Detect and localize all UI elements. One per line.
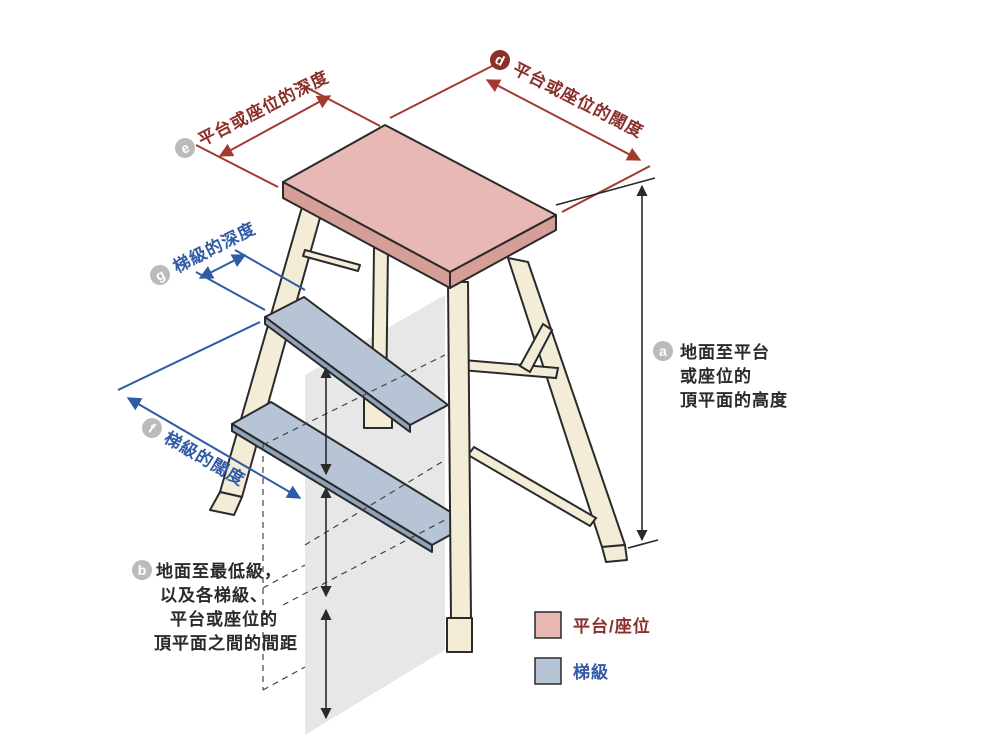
legend-step-swatch <box>534 657 562 685</box>
label-b: b 地面至最低級， 以及各梯級、 平台或座位的 頂平面之間的間距 <box>132 560 298 653</box>
front-right-leg <box>446 281 473 653</box>
label-a-line-1: 地面至平台 <box>680 342 770 362</box>
label-b-line-2: 以及各梯級、 <box>160 585 268 605</box>
badge-e-icon <box>175 138 195 158</box>
legend: 平台/座位 梯級 <box>534 611 651 685</box>
platform-dimension-lines <box>195 61 651 213</box>
legend-platform-swatch <box>534 611 562 639</box>
label-d: d 平台或座位的闊度 <box>490 50 647 142</box>
badge-a-icon <box>653 341 673 361</box>
badge-a-letter: a <box>659 343 667 359</box>
label-e-text: 平台或座位的深度 <box>195 66 332 149</box>
dimension-arrow-e <box>218 95 332 157</box>
label-b-line-1: 地面至最低級， <box>156 561 282 581</box>
label-a: a 地面至平台 或座位的 頂平面的高度 <box>653 341 788 410</box>
side-brace <box>459 322 560 380</box>
badge-b-icon <box>132 560 152 580</box>
label-d-text: 平台或座位的闊度 <box>510 58 647 141</box>
badge-g-icon <box>150 265 170 285</box>
legend-step-label: 梯級 <box>573 662 609 682</box>
dimension-arrow-f <box>126 397 302 499</box>
label-e: e 平台或座位的深度 <box>175 66 332 158</box>
step-dimension-lines <box>117 249 306 499</box>
label-g-text: 梯級的深度 <box>170 218 259 277</box>
height-dimension-lines <box>555 177 659 549</box>
dimension-arrow-g <box>198 254 247 279</box>
step-upper <box>264 296 449 433</box>
label-b-line-3: 平台或座位的 <box>170 609 278 629</box>
label-a-line-2: 或座位的 <box>680 366 752 386</box>
rear-cross-bar <box>466 445 598 528</box>
badge-d-icon <box>490 50 510 70</box>
dimension-arrow-d <box>485 79 642 161</box>
platform-seat <box>282 124 557 289</box>
legend-platform-label: 平台/座位 <box>573 616 651 636</box>
badge-f-icon <box>142 418 162 438</box>
label-a-line-3: 頂平面的高度 <box>680 390 788 410</box>
label-b-line-4: 頂平面之間的間距 <box>154 633 298 653</box>
badge-b-letter: b <box>138 562 147 578</box>
